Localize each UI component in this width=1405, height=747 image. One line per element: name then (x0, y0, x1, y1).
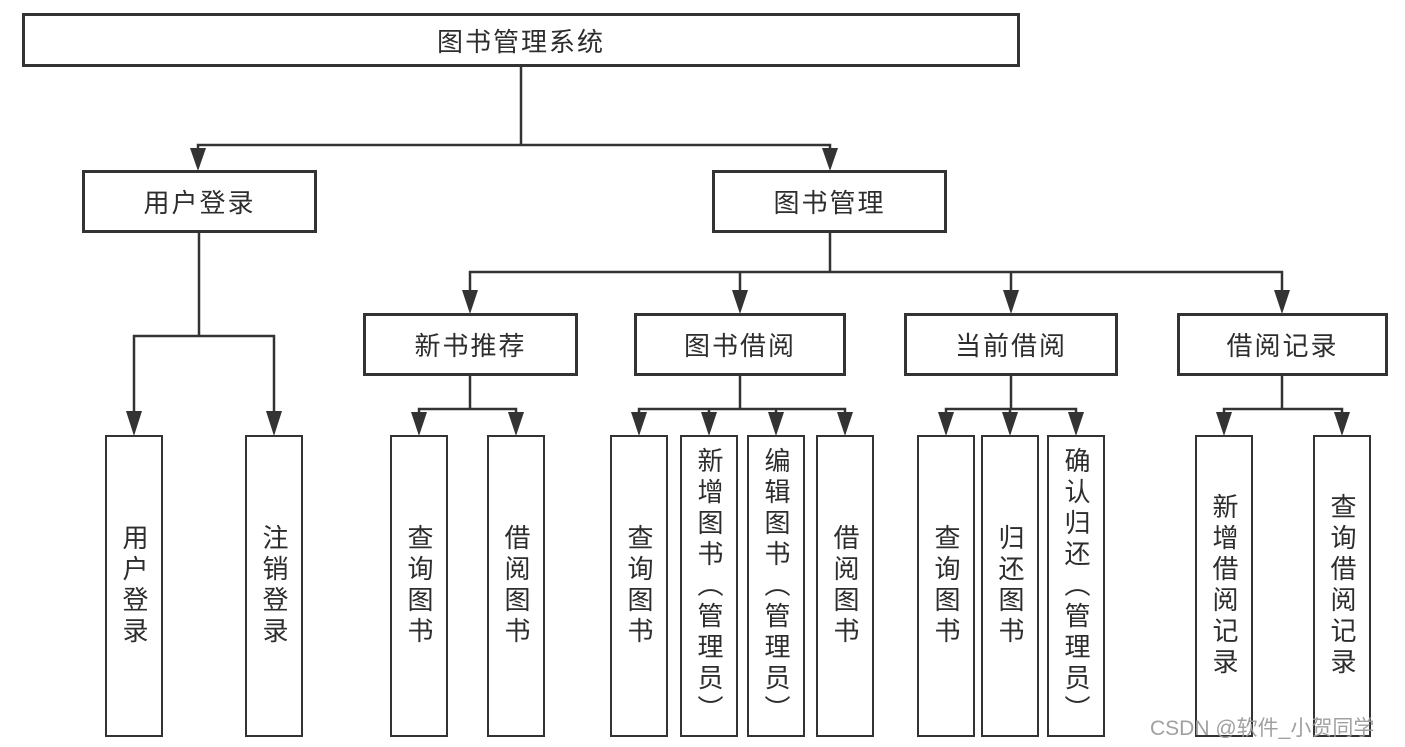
leaf-label: 归还图书 (995, 524, 1025, 648)
leaf-label: 借阅图书 (501, 524, 531, 648)
leaf-borrow-books: 借阅图书 (487, 435, 545, 737)
leaf-label: 查询图书 (624, 524, 654, 648)
node-borrow-records: 借阅记录 (1177, 313, 1388, 376)
node-current-borrowing: 当前借阅 (904, 313, 1118, 376)
leaf-label: 借阅图书 (830, 524, 860, 648)
leaf-query-books: 查询图书 (917, 435, 975, 737)
node-label: 图书管理系统 (436, 26, 605, 57)
leaf-query-books: 查询图书 (390, 435, 448, 737)
leaf-query-borrow-record: 查询借阅记录 (1313, 435, 1371, 737)
leaf-confirm-return-admin: 确认归还（管理员） (1047, 435, 1105, 737)
node-label: 借阅记录 (1226, 331, 1339, 361)
leaf-label: 查询图书 (931, 524, 961, 648)
leaf-add-borrow-record: 新增借阅记录 (1195, 435, 1253, 737)
leaf-return-books: 归还图书 (981, 435, 1039, 737)
leaf-label: 确认归还（管理员） (1061, 446, 1091, 726)
leaf-label: 查询借阅记录 (1327, 493, 1357, 679)
leaf-label: 查询图书 (404, 524, 434, 648)
leaf-label: 注销登录 (259, 524, 289, 648)
leaf-logout: 注销登录 (245, 435, 303, 737)
node-user-login: 用户登录 (82, 170, 317, 233)
leaf-query-books: 查询图书 (610, 435, 668, 737)
leaf-label: 用户登录 (119, 524, 149, 648)
leaf-user-login: 用户登录 (105, 435, 163, 737)
leaf-edit-book-admin: 编辑图书（管理员） (747, 435, 805, 737)
node-label: 当前借阅 (954, 331, 1067, 361)
leaf-label: 新增图书（管理员） (694, 446, 724, 726)
node-label: 用户登录 (143, 188, 256, 218)
node-label: 图书管理 (773, 188, 886, 218)
leaf-label: 新增借阅记录 (1209, 493, 1239, 679)
node-system-root: 图书管理系统 (22, 13, 1020, 67)
node-new-book-recommend: 新书推荐 (363, 313, 578, 376)
leaf-add-book-admin: 新增图书（管理员） (680, 435, 738, 737)
csdn-watermark: CSDN @软件_小贺同学 (1150, 717, 1375, 740)
arrowheads (126, 148, 1350, 436)
node-book-borrowing: 图书借阅 (634, 313, 846, 376)
node-label: 新书推荐 (414, 331, 527, 361)
leaf-borrow-books: 借阅图书 (816, 435, 874, 737)
node-book-management: 图书管理 (712, 170, 947, 233)
leaf-label: 编辑图书（管理员） (761, 446, 791, 726)
node-label: 图书借阅 (683, 331, 796, 361)
